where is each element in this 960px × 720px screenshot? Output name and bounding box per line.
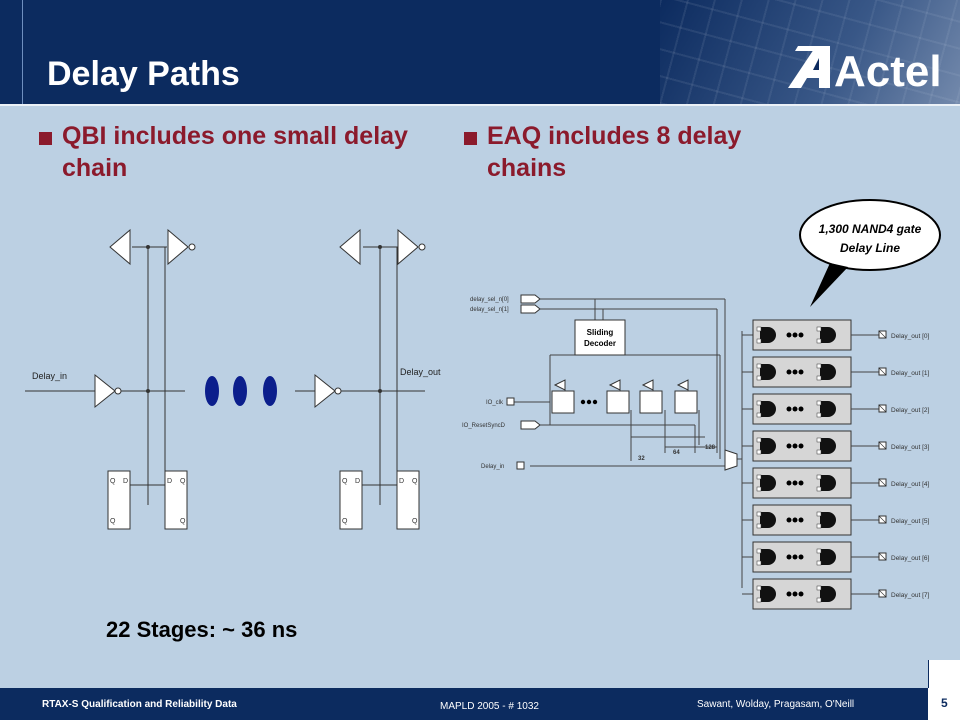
- svg-text:Q: Q: [342, 478, 348, 485]
- bullet-eaq-text: EAQ includes 8 delay chains: [487, 122, 742, 182]
- delay-chain-6: Delay_out [6]: [742, 541, 929, 573]
- svg-text:Q: Q: [110, 478, 116, 485]
- input-label-sel0: delay_sel_n[0]: [470, 297, 509, 303]
- delay-chains-group: Delay_out [0] Delay_out [1] Delay_out [2] D…: [742, 319, 929, 610]
- svg-text:Q: Q: [342, 518, 348, 525]
- footer-center-text: MAPLD 2005 - # 1032: [440, 701, 539, 712]
- svg-text:D: D: [123, 478, 128, 485]
- input-label-clk: IO_clk: [486, 400, 504, 406]
- delay-out-label-0: Delay_out [0]: [891, 333, 929, 340]
- bus-label-32: 32: [638, 456, 645, 462]
- page-number: 5: [941, 696, 948, 710]
- svg-text:D: D: [167, 478, 172, 485]
- input-label-delay-in: Delay_in: [481, 464, 504, 470]
- footer-bar: RTAX-S Qualification and Reliability Dat…: [0, 688, 960, 720]
- delay-out-label-1: Delay_out [1]: [891, 370, 929, 377]
- header-divider: [22, 0, 23, 104]
- slide-title: Delay Paths: [47, 55, 240, 93]
- header-decoration: [660, 0, 960, 104]
- delay-chain-0: Delay_out [0]: [742, 319, 929, 351]
- delay-out-label-6: Delay_out [6]: [891, 555, 929, 562]
- bullet-square-icon: [39, 132, 52, 145]
- delay-out-label-5: Delay_out [5]: [891, 518, 929, 525]
- delay-chain-5: Delay_out [5]: [742, 504, 929, 536]
- svg-text:Q: Q: [110, 518, 116, 525]
- decoder-line-1: Sliding: [587, 328, 614, 337]
- qbi-output-label: Delay_out: [400, 367, 441, 377]
- delay-chain-4: Delay_out [4]: [742, 467, 929, 499]
- bus-label-64: 64: [673, 450, 680, 456]
- input-label-sel1: delay_sel_n[1]: [470, 307, 509, 313]
- delay-chain-7: Delay_out [7]: [742, 578, 929, 610]
- header-bar: Delay Paths Actel: [0, 0, 960, 104]
- svg-text:D: D: [355, 478, 360, 485]
- delay-chain-1: Delay_out [1]: [742, 356, 929, 388]
- bullet-square-icon: [464, 132, 477, 145]
- qbi-input-label: Delay_in: [32, 371, 67, 381]
- logo-text: Actel: [834, 47, 942, 90]
- eaq-delay-chains-diagram: 1,300 NAND4 gate Delay Line Sliding Deco…: [462, 199, 941, 610]
- delay-chain-3: Delay_out [3]: [742, 430, 929, 462]
- svg-text:D: D: [399, 478, 404, 485]
- svg-text:Q: Q: [180, 518, 186, 525]
- bullet-eaq: EAQ includes 8 delay chains: [464, 120, 817, 184]
- actel-logo: Actel: [788, 46, 942, 90]
- decoder-line-2: Decoder: [584, 339, 616, 348]
- svg-text:Q: Q: [412, 518, 418, 525]
- header-underline: [0, 104, 960, 106]
- svg-text:Q: Q: [180, 478, 186, 485]
- callout-line-2: Delay Line: [840, 241, 900, 255]
- footer-right-text: Sawant, Wolday, Pragasam, O'Neill: [697, 699, 855, 710]
- input-label-reset: IO_ResetSyncD: [462, 423, 506, 429]
- page-number-box: 5: [928, 660, 960, 720]
- svg-text:Q: Q: [412, 478, 418, 485]
- delay-chain-2: Delay_out [2]: [742, 393, 929, 425]
- bullet-qbi-text: QBI includes one small delay chain: [62, 122, 408, 182]
- callout-line-1: 1,300 NAND4 gate: [819, 222, 922, 236]
- footer-left-text: RTAX-S Qualification and Reliability Dat…: [42, 699, 237, 710]
- delay-out-label-2: Delay_out [2]: [891, 407, 929, 414]
- delay-out-label-7: Delay_out [7]: [891, 592, 929, 599]
- stages-caption: 22 Stages: ~ 36 ns: [106, 617, 298, 642]
- bullet-qbi: QBI includes one small delay chain: [39, 120, 422, 184]
- bus-label-128: 128: [705, 445, 716, 451]
- callout-bubble: [799, 199, 941, 271]
- delay-out-label-3: Delay_out [3]: [891, 444, 929, 451]
- delay-out-label-4: Delay_out [4]: [891, 481, 929, 488]
